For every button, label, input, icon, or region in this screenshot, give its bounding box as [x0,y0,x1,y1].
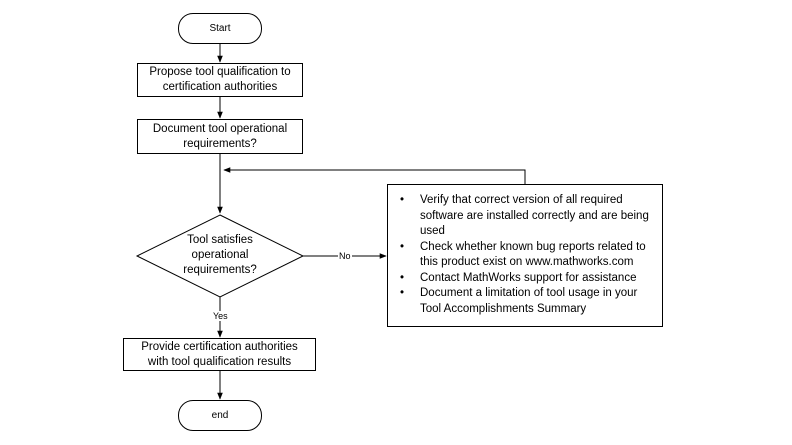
remediation-list: • Verify that correct version of all req… [394,193,654,317]
bullet-icon: • [400,287,405,299]
decision-line-3: requirements? [183,263,257,276]
propose-line-2: certification authorities [162,81,278,93]
remediation-text: Verify that correct version of all requi… [420,194,649,237]
provide-line-2: with tool qualification results [147,355,292,368]
decision-line-1: Tool satisfies [187,233,253,246]
yes-label: Yes [212,311,229,321]
remediation-text: Document a limitation of tool usage in y… [420,287,638,315]
remediation-notes-box: • Verify that correct version of all req… [387,184,663,327]
start-label: Start [209,23,231,34]
bullet-icon: • [400,271,405,284]
document-step: Document tool operational requirements? [137,119,303,154]
remediation-item: • Verify that correct version of all req… [394,193,654,240]
no-label: No [338,251,352,261]
bullet-icon: • [400,240,405,253]
decision-line-2: operational [191,248,249,261]
document-line-1: Document tool operational [152,122,288,135]
remediation-text: Check whether known bug reports related … [420,240,646,269]
remediation-text: Contact MathWorks support for assistance [420,271,637,284]
arrow-loop-back [223,167,526,184]
end-terminator: end [178,400,262,431]
end-label: end [211,410,229,421]
provide-step: Provide certification authorities with t… [123,338,316,371]
provide-line-1: Provide certification authorities [141,340,298,353]
remediation-item: • Contact MathWorks support for assistan… [394,271,654,287]
decision-text: Tool satisfies operational requirements? [160,230,280,280]
document-line-2: requirements? [183,137,257,150]
propose-line-1: Propose tool qualification to [149,66,291,78]
bullet-icon: • [400,194,405,206]
remediation-item: • Check whether known bug reports relate… [394,240,654,271]
start-terminator: Start [178,13,262,44]
propose-step: Propose tool qualification to certificat… [137,63,303,97]
remediation-item: • Document a limitation of tool usage in… [394,286,654,317]
